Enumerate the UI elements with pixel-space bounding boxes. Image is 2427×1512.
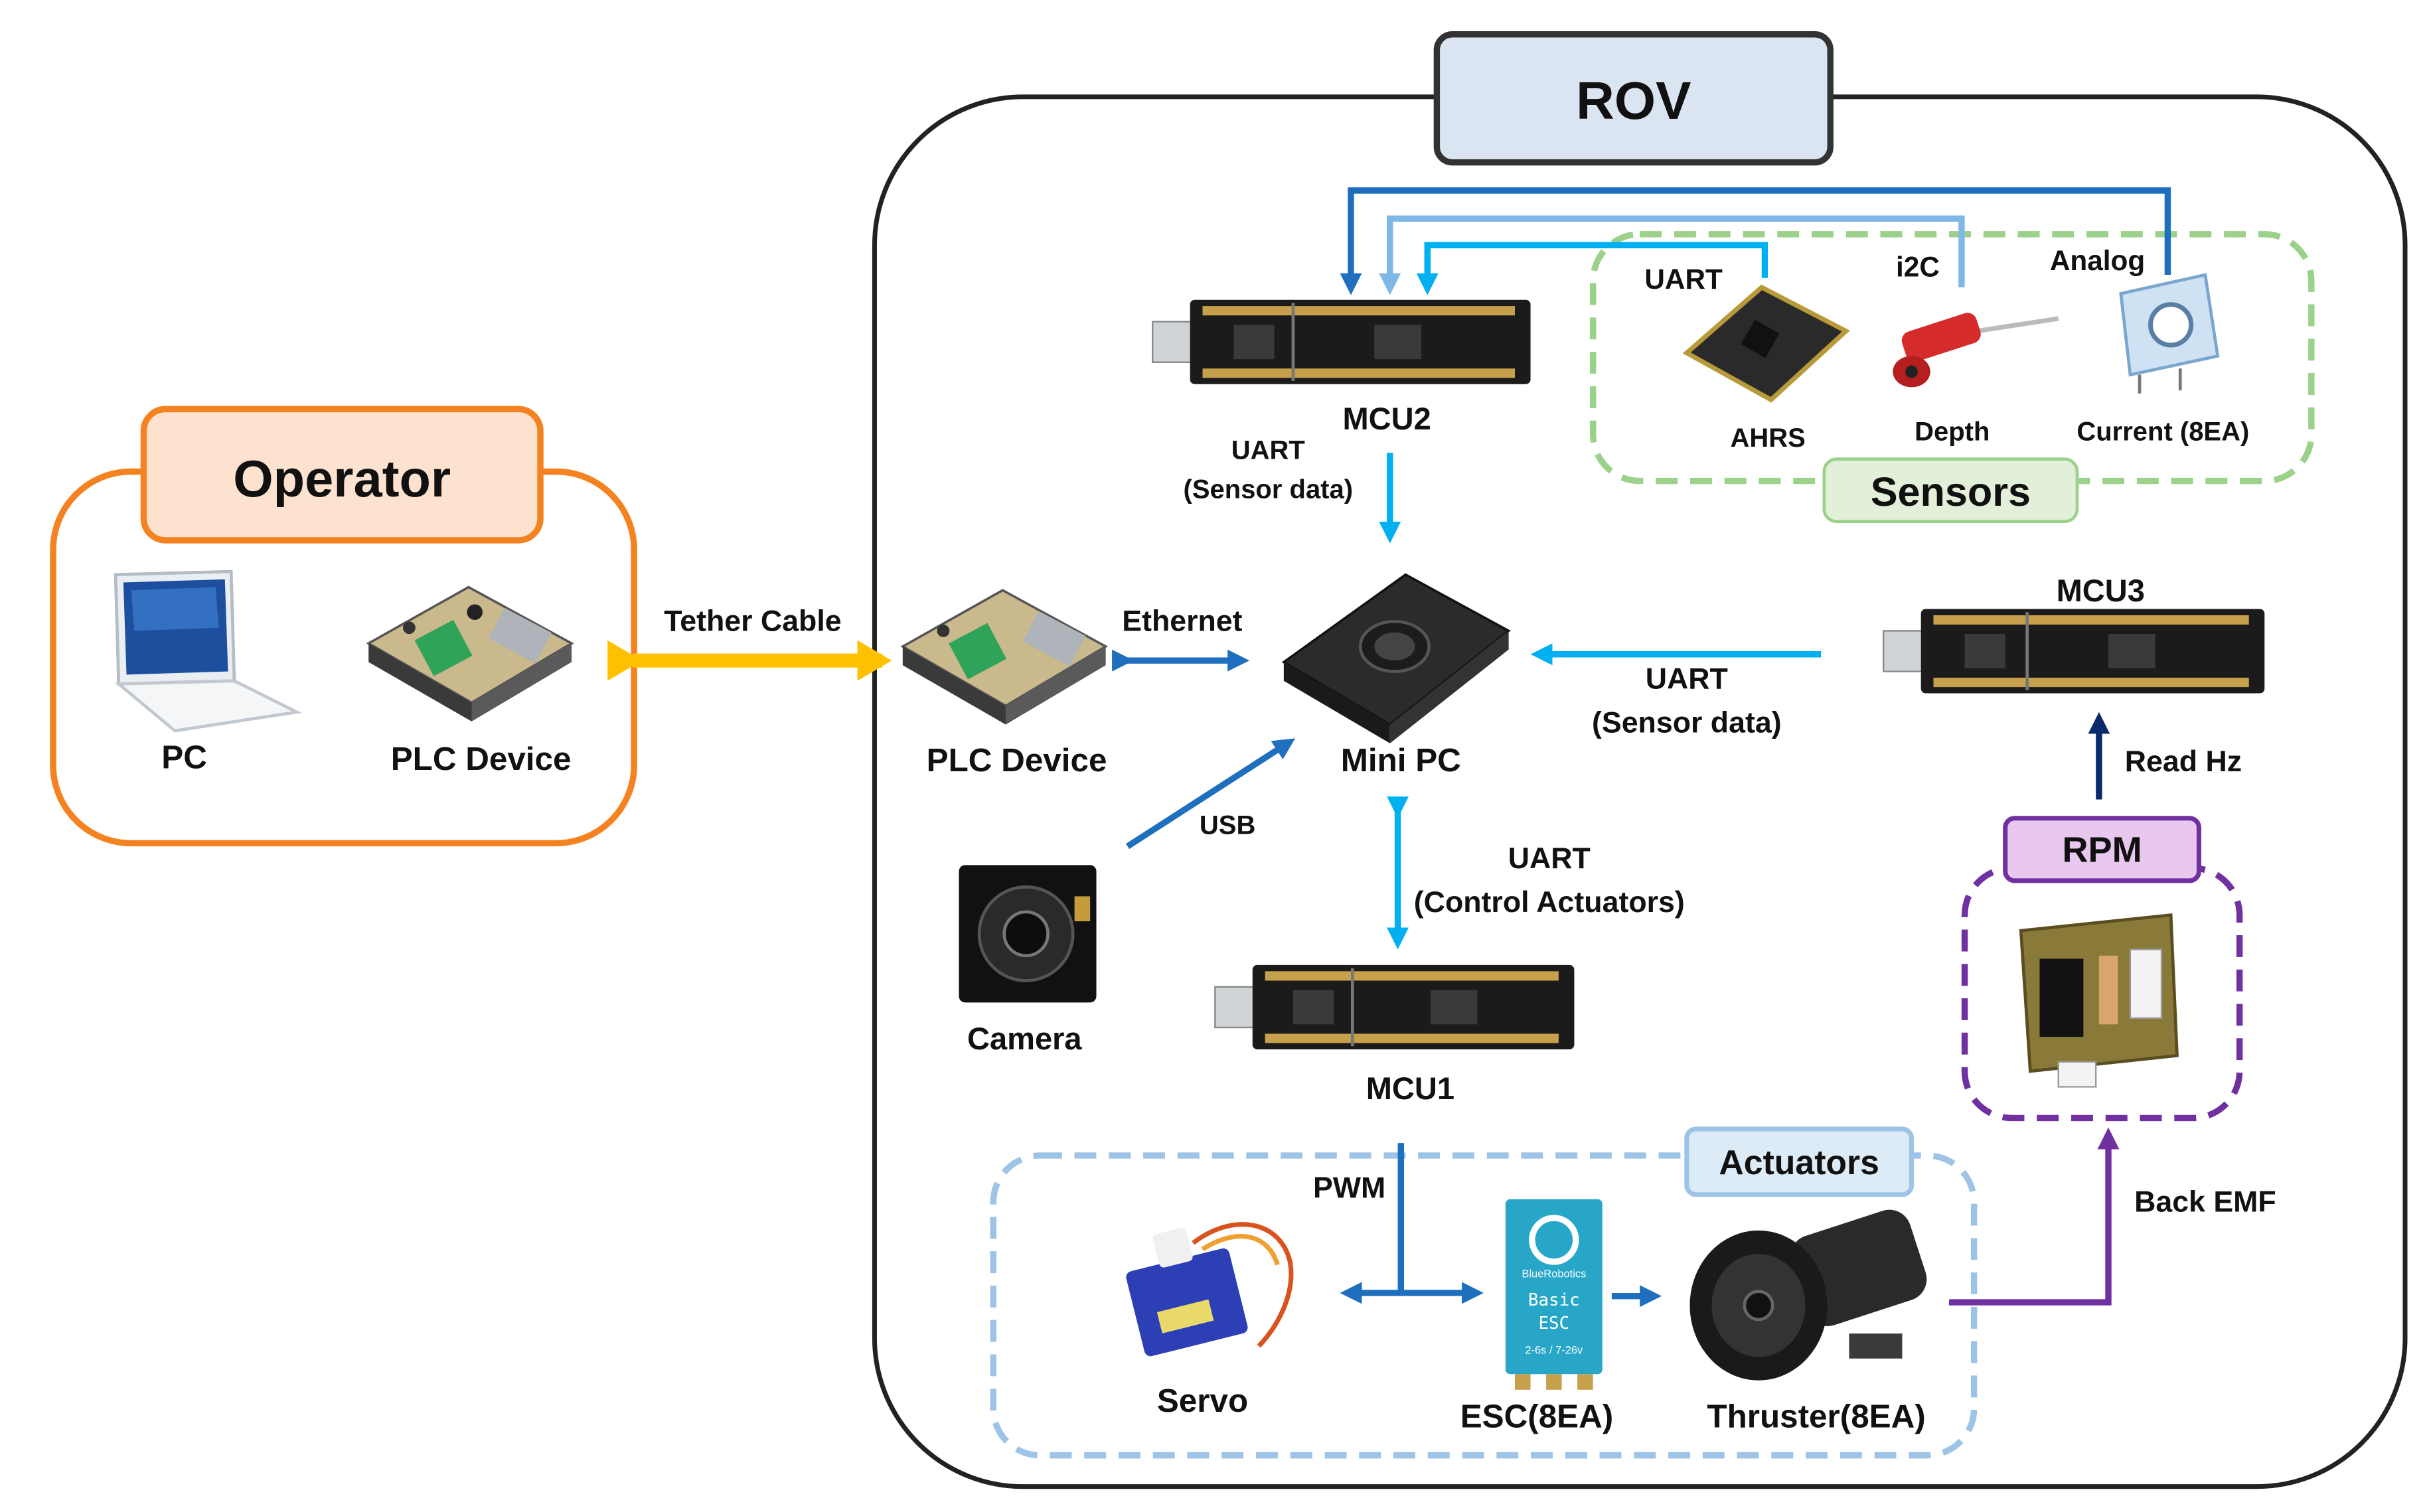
mcu3-uart-label-line2: (Sensor data) [1592,706,1782,739]
sensor-analog-label: Analog [2050,245,2145,276]
uart-wire [1416,242,1768,295]
thruster-label: Thruster(8EA) [1707,1398,1925,1434]
rov-plc-device-icon [900,589,1109,725]
mcu3-label: MCU3 [2057,573,2145,608]
tether-label: Tether Cable [664,605,841,637]
mcu2-label: MCU2 [1342,401,1431,436]
depth-sensor-icon [1893,313,2059,388]
mcu1-uart-label-line2: (Control Actuators) [1414,886,1685,919]
back-emf-arrow [1949,1127,2120,1306]
ahrs-label: AHRS [1730,423,1805,453]
camera-label: Camera [967,1021,1082,1056]
plc-device-icon [366,585,574,721]
rpm-circuit-board-icon [2019,913,2179,1088]
esc-basic-text: Basic [1528,1290,1580,1310]
rov-title: ROV [1576,71,1691,130]
sensors-title-box [1822,457,2079,524]
laptop-icon [114,569,302,733]
sensor-i2c-label: i2C [1896,251,1940,282]
rpm-title-box [2003,816,2201,883]
actuators-title: Actuators [1719,1143,1879,1181]
mcu2-board-icon [1152,299,1531,384]
esc-esc-text: ESC [1538,1314,1569,1333]
actuators-title-box [1684,1126,1915,1197]
mcu2-uart-label-line2: (Sensor data) [1184,475,1354,504]
usb-arrow [1126,738,1296,850]
camera-icon [959,865,1097,1003]
read-hz-label: Read Hz [2125,745,2242,778]
operator-title-box [140,406,544,544]
mcu3-uart-label-line1: UART [1646,662,1728,695]
rov-title-box [1433,31,1834,166]
pc-label: PC [161,739,207,775]
mcu1-uart-label-line1: UART [1508,842,1591,875]
depth-label: Depth [1915,417,1990,446]
operator-plc-label: PLC Device [391,741,572,777]
back-emf-label: Back EMF [2134,1186,2276,1219]
mini-pc-icon [1281,573,1511,743]
pwm-label: PWM [1313,1172,1385,1204]
esc-brand-text: BlueRobotics [1522,1268,1586,1280]
analog-wire [1340,187,2171,295]
thruster-icon [1689,1209,1927,1381]
mcu3-board-icon [1883,609,2265,694]
current-sensor-icon [2119,273,2220,394]
mcu2-uart-label-line1: UART [1231,436,1305,465]
mcu1-label: MCU1 [1366,1071,1454,1106]
esc-icon: BlueRobotics Basic ESC 2-6s / 7-26v [1505,1199,1603,1390]
mcu1-board-icon [1214,964,1575,1049]
ethernet-label: Ethernet [1122,605,1242,637]
usb-label: USB [1200,810,1255,840]
mini-pc-label: Mini PC [1341,742,1461,779]
actuators-container [990,1152,1978,1459]
esc-voltage-text: 2-6s / 7-26v [1525,1345,1583,1357]
operator-title: Operator [233,451,451,508]
current-label: Current (8EA) [2076,417,2249,446]
i2c-wire [1379,215,1965,295]
rpm-title: RPM [2062,830,2142,870]
sensor-uart-label: UART [1644,264,1723,295]
servo-label: Servo [1157,1383,1248,1419]
esc-label: ESC(8EA) [1460,1398,1614,1434]
ahrs-icon [1682,284,1850,403]
servo-icon [1126,1222,1294,1357]
sensors-title: Sensors [1871,469,2031,514]
rov-plc-label: PLC Device [927,742,1107,779]
